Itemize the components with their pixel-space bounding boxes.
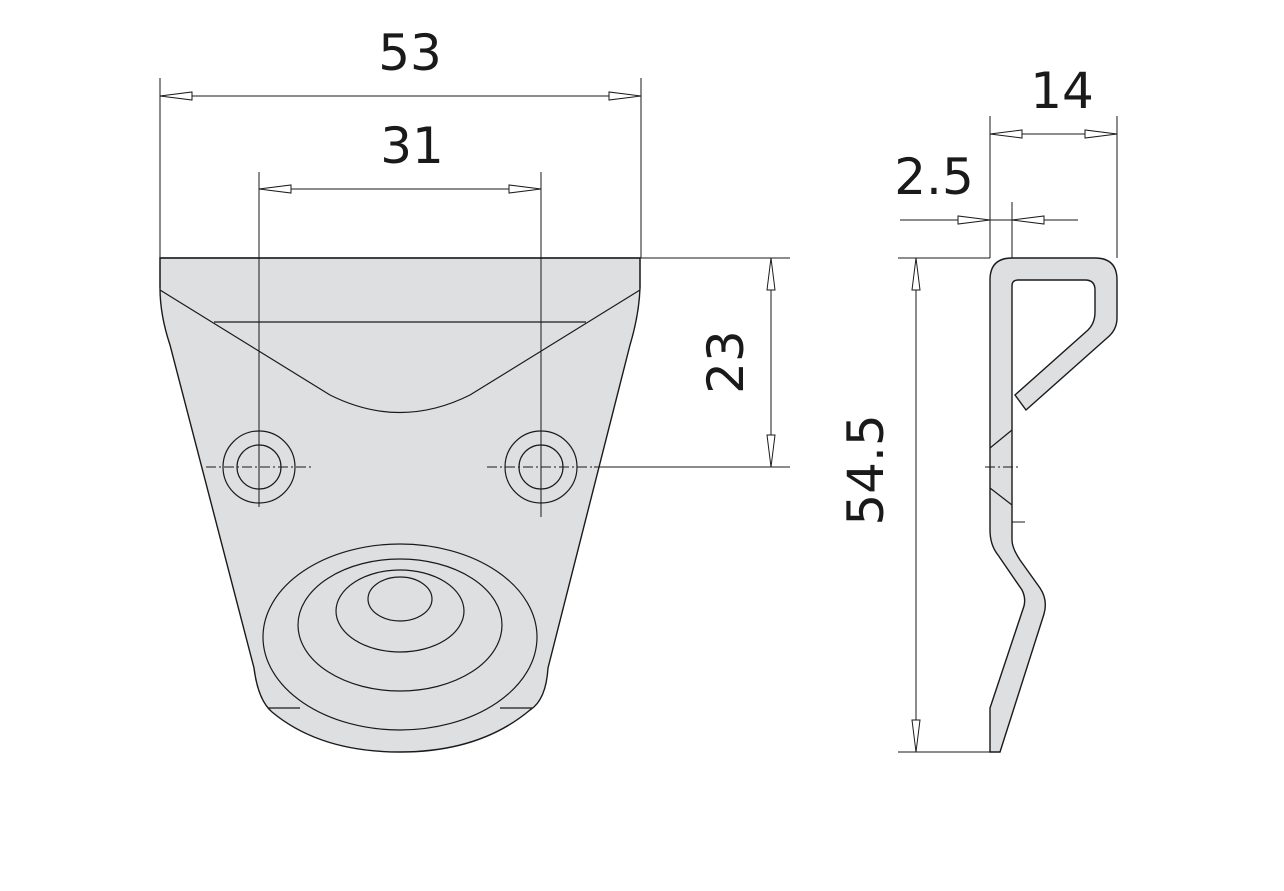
dimension-23: 23 (594, 257, 790, 468)
dimension-31: 31 (258, 117, 542, 517)
side-profile (989, 257, 1118, 753)
dimension-53: 53 (159, 24, 642, 258)
dimension-14: 14 (989, 62, 1118, 258)
front-view (159, 257, 641, 753)
side-view (985, 257, 1118, 753)
fold-curve (159, 289, 641, 413)
dim-31-label: 31 (380, 117, 444, 175)
side-bevel-2 (989, 487, 1013, 506)
dim-54-5-label: 54.5 (837, 414, 895, 525)
dim-14-label: 14 (1030, 62, 1094, 120)
side-bevel-1 (989, 429, 1013, 449)
fold-edge-top (159, 257, 641, 288)
plate-outline (159, 257, 641, 753)
dim-23-label: 23 (697, 330, 755, 394)
embossed-dimple (262, 543, 538, 731)
dimension-2-5: 2.5 (894, 148, 1078, 258)
dimension-54-5: 54.5 (837, 257, 990, 753)
dim-2-5-label: 2.5 (894, 148, 974, 206)
dim-53-label: 53 (378, 24, 442, 82)
